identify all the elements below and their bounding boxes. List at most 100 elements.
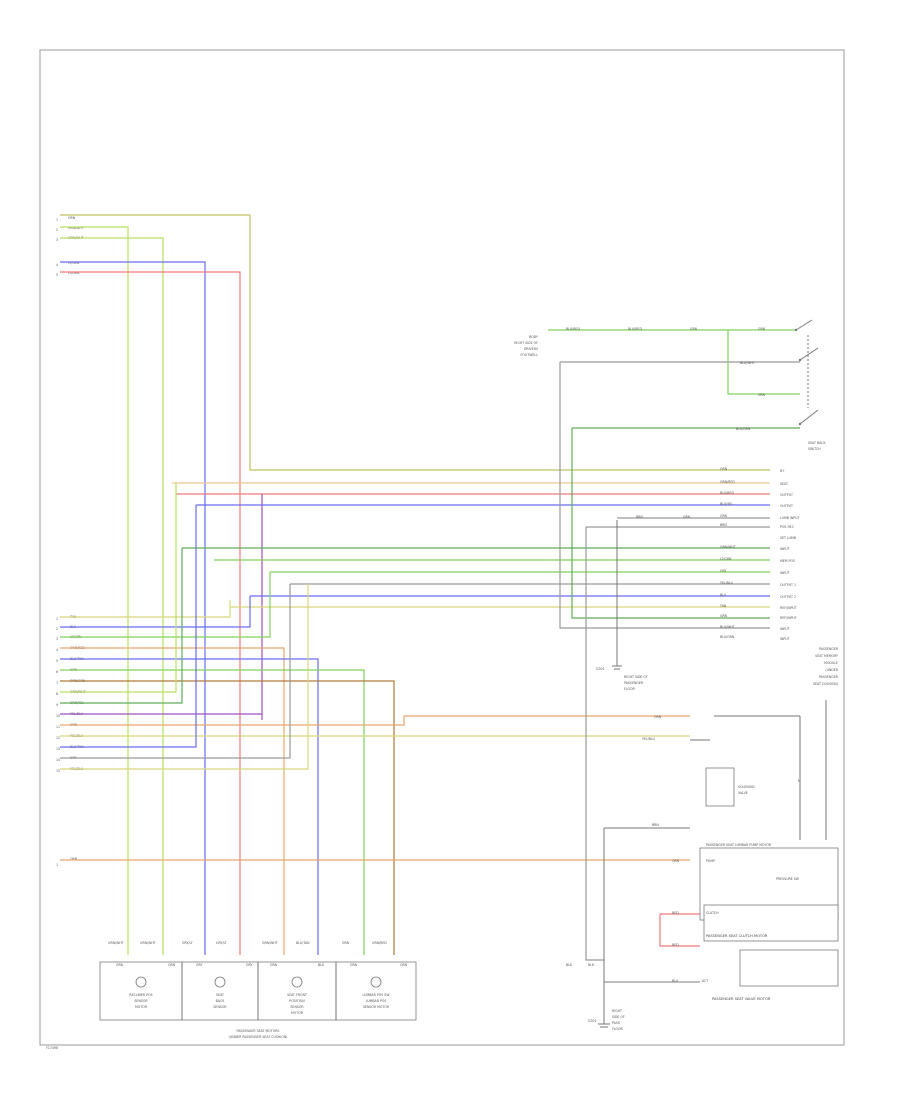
- module-pin-name: B+: [780, 469, 785, 473]
- source-label: RIGHT SIDE OF: [514, 341, 538, 345]
- wire-orn-grn-left: [60, 680, 395, 955]
- sensor-label: SENSOR MOTOR: [363, 1005, 390, 1009]
- sensor-label: LUMBAR POS SW: [363, 993, 391, 997]
- sensor-pin: ORN: [168, 963, 176, 967]
- solenoid-label: VALVE: [738, 791, 748, 795]
- pin-number: 8: [56, 692, 58, 696]
- wire-ltgrn-2: [60, 271, 241, 955]
- switch-wire-label: GRN: [758, 393, 766, 397]
- source-label: FOOTWELL: [520, 353, 538, 357]
- wire-orn-red-left: [60, 647, 285, 955]
- left-top-labels: ORN GRN/WHT GRN/WHT LT/GRN LT/GRN 1 2 3 …: [56, 216, 84, 277]
- sensor-pin: GRN: [116, 963, 124, 967]
- sensor-label: MOTOR: [135, 1005, 148, 1009]
- wire-grn-yel-left: [60, 548, 183, 704]
- module-mid-wire: GRN: [683, 515, 691, 519]
- pin-tag: GRN/WHT: [140, 941, 156, 945]
- segment-label: GRN: [758, 327, 766, 331]
- wire-label: ORN: [70, 857, 78, 861]
- bottom-caption: PASSENGER SEAT MOTORS: [237, 1029, 280, 1033]
- module-pin-wire: BLU: [720, 593, 727, 597]
- segment-label: BLU/RED: [566, 327, 580, 331]
- source-label: DRIVERS: [524, 347, 538, 351]
- module-pin-name: OUTPUT 1: [780, 583, 796, 587]
- ground-caption: FLOOR: [612, 1027, 624, 1031]
- pin-tag: GRY/LT: [182, 941, 193, 945]
- diagram-frame: [39, 49, 845, 1046]
- module-tag: BRN: [636, 515, 643, 519]
- module-pin-wire: GRN/WHT: [720, 545, 736, 549]
- pin-tag: GRN/WHT: [108, 941, 124, 945]
- clutch-wire-a: RED: [672, 911, 679, 915]
- motor-icon: [214, 976, 226, 988]
- ground-wire: BLK: [588, 963, 595, 967]
- ground-label: G301: [588, 1019, 597, 1023]
- pin-number: 6: [56, 670, 58, 674]
- wire-blu-left: [60, 596, 251, 628]
- wire-orn-lumbar: [60, 715, 690, 726]
- pin-number: 3: [56, 238, 58, 242]
- lumbar-solenoid: ORN YEL/BLU SOLENOID VALVE M: [642, 700, 827, 840]
- valve-motor-label: PASSENGER SEAT VALVE MOTOR: [712, 997, 771, 1001]
- wire-label: GRN/WHT: [68, 226, 84, 230]
- bottom-pin-tags: GRN/WHT GRN/WHT GRY/LT GRY/LT GRN/WHT BL…: [108, 941, 387, 945]
- motor-icon: [370, 976, 382, 988]
- pin-tag: GRY/LT: [216, 941, 227, 945]
- pin-number: 1: [56, 218, 58, 222]
- pin-tag: GRN/WHT: [262, 941, 278, 945]
- wire-label: LT/GRN: [68, 261, 80, 265]
- sensor-pin: GRN: [270, 963, 278, 967]
- pin-tag: GRN/RED: [372, 941, 387, 945]
- module-caption: PASSENGER SEAT MEMORY MODULE (UNDER PASS…: [813, 647, 839, 686]
- module-pin-wire: YEL/BLU: [720, 581, 734, 585]
- clutch-motor-box: [703, 904, 839, 942]
- clutch-motor-label: PASSENGER SEAT CLUTCH MOTOR: [706, 934, 768, 938]
- module-pin-wire: BLU/RED: [720, 491, 734, 495]
- module-pin-name: INPUT: [780, 547, 790, 551]
- module-caption-line: SEAT CUSHION): [813, 682, 838, 686]
- wire-brn-down: [585, 527, 604, 961]
- solenoid-valve-box: [705, 767, 735, 807]
- module-pin-wire: GRN: [720, 614, 728, 618]
- switch-caption: SWITCH: [808, 447, 821, 451]
- pin-number: 3: [56, 637, 58, 641]
- module-caption-line: PASSENGER: [819, 647, 839, 651]
- wire-grn-wht-2: [60, 237, 164, 955]
- wire-gry-left: [60, 584, 291, 759]
- segment-label: GRN: [690, 327, 698, 331]
- ground-wire: BLK: [566, 963, 573, 967]
- seat-clutch-motor: RED RED CLUTCH PASSENGER SEAT CLUTCH MOT…: [672, 904, 839, 947]
- pin-number: 12: [56, 736, 60, 740]
- wire-grn-wht-left: [60, 483, 177, 693]
- ground-caption: PASS: [612, 1021, 620, 1025]
- wire-switch-grn: [727, 330, 800, 395]
- switch-caption: SEAT BACK: [808, 441, 826, 445]
- pump-top-wire: BRN: [652, 823, 659, 827]
- module-pin-name: REF/INPUT: [780, 606, 797, 610]
- wire-yel-blu-3: [60, 584, 309, 770]
- sensor-label: SENSOR: [213, 1005, 227, 1009]
- wire-group: [60, 214, 800, 983]
- module-caption-line: (UNDER: [825, 668, 838, 672]
- pin-number: 13: [56, 747, 60, 751]
- module-pin-name: INPUT: [780, 571, 790, 575]
- pressure-label: PRESSURE SW: [776, 877, 800, 881]
- pin-number: 14: [56, 758, 60, 762]
- sensor-pin: BLU: [318, 963, 325, 967]
- module-pin-name: INPUT: [780, 627, 790, 631]
- ground-caption: RIGHT SIDE OF: [624, 675, 648, 679]
- ground-caption: PASSENGER: [624, 681, 644, 685]
- switch-wire-label: BLU/WHT: [740, 361, 755, 365]
- seat-back-switch-icon: [794, 319, 819, 426]
- pin-tag: BLU/TAN: [296, 941, 310, 945]
- motor-icon: [135, 976, 147, 988]
- ground-caption: SIDE OF: [612, 1015, 625, 1019]
- module-pin-name: SEAT: [780, 482, 788, 486]
- sensor-pin: ORN: [400, 963, 408, 967]
- sensor-label: SENSOR: [290, 1005, 304, 1009]
- left-bottom-labels: TAN BLU LT/GRN ORN/RED BLU/TAN GRN ORN/G…: [56, 615, 86, 773]
- wire-red-b: [659, 914, 700, 947]
- switch-wire-label: BLU/GRN: [736, 427, 751, 431]
- pin-number: 5: [56, 273, 58, 277]
